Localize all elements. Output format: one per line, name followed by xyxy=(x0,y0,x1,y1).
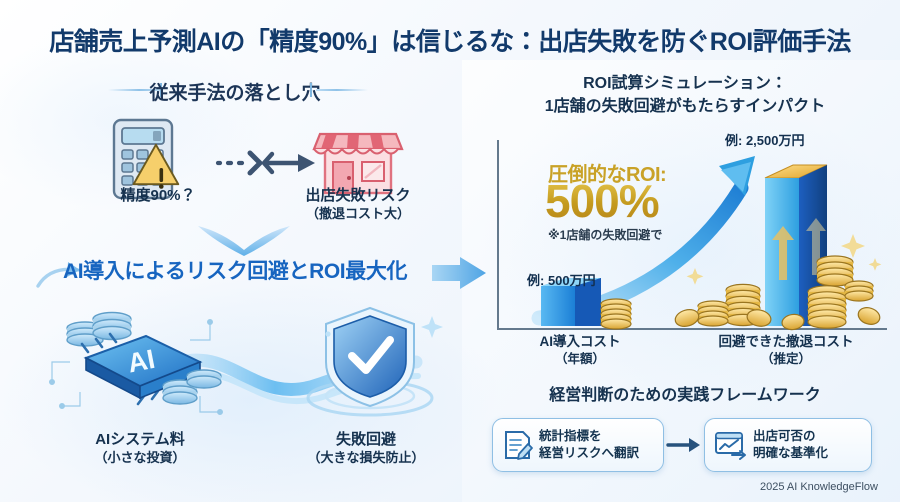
coin-stack-right xyxy=(162,369,222,405)
swoosh-arrow-left-icon xyxy=(36,262,80,288)
chart-category-2-label: 回避できた撤退コスト （推定） xyxy=(686,332,886,368)
benefit-item-line2: （大きな損失防止） xyxy=(307,450,425,465)
document-pencil-icon xyxy=(505,431,533,460)
cost-item-line2: （小さな投資） xyxy=(94,450,186,465)
coin-stacks-large xyxy=(674,255,881,331)
svg-text:AI: AI xyxy=(125,344,157,379)
framework-step-1[interactable]: 統計指標を 経営リスクへ翻訳 xyxy=(492,418,664,472)
small-bar-value-label: 例: 500万円 xyxy=(527,273,596,288)
chart-cat1-line1: AI導入コスト xyxy=(539,334,621,349)
page-title: 店舗売上予測AIの「精度90%」は信じるな：出店失敗を防ぐROI評価手法 xyxy=(49,28,851,56)
heading-tick-right xyxy=(310,83,312,97)
storefront-icon xyxy=(312,132,404,195)
roi-bar-chart xyxy=(497,140,887,331)
pitfall-to-line1: 出店失敗リスク xyxy=(305,187,411,204)
framework-arrow-right-icon xyxy=(666,438,700,452)
left-section-heading: 従来手法の落とし穴 xyxy=(149,83,321,104)
pitfall-to-label: 出店失敗リスク （撤退コスト大） xyxy=(278,186,438,222)
framework-step-2[interactable]: 出店可否の 明確な基準化 xyxy=(704,418,872,472)
tall-bar-value-label: 例: 2,500万円 xyxy=(725,133,805,148)
chart-cat2-line1: 回避できた撤退コスト xyxy=(718,334,854,349)
heading-tick-left xyxy=(160,83,162,97)
calculator-warning-icon xyxy=(112,118,180,200)
chart-cat2-line2: （推定） xyxy=(760,352,811,366)
roi-kicker-text: 圧倒的なROI: xyxy=(548,164,667,186)
cost-item-label: AIシステム料 （小さな投資） xyxy=(50,430,230,466)
chart-title-line1: ROI試算シミュレーション： xyxy=(583,75,787,92)
framework-step-1-text: 統計指標を 経営リスクへ翻訳 xyxy=(539,428,639,462)
chart-title: ROI試算シミュレーション： 1店舗の失敗回避がもたらすインパクト xyxy=(470,72,900,118)
sparkle-icons xyxy=(686,234,882,285)
ai-chip-icon: AI xyxy=(80,332,203,406)
benefit-item-line1: 失敗回避 xyxy=(335,431,396,448)
framework-step-2-line1: 出店可否の xyxy=(753,429,816,443)
benefit-item-label: 失敗回避 （大きな損失防止） xyxy=(276,430,456,466)
footer-credit: 2025 AI KnowledgeFlow xyxy=(759,481,878,493)
coin-stack-left xyxy=(66,311,132,347)
bar-ai-cost xyxy=(541,278,601,326)
chart-cat1-line2: （年額） xyxy=(554,352,605,366)
heading-rule-right xyxy=(316,89,368,91)
dotted-arrow-icon xyxy=(215,150,315,176)
heading-rule-left xyxy=(108,89,160,91)
chevron-down-icon xyxy=(198,226,290,256)
chart-y-axis xyxy=(497,140,499,328)
transition-arrow-right-icon xyxy=(432,257,486,289)
pitfall-to-line2: （撤退コスト大） xyxy=(305,206,410,221)
framework-step-2-text: 出店可否の 明確な基準化 xyxy=(753,428,828,462)
chart-x-axis xyxy=(497,328,887,330)
ai-flow-illustration: AI xyxy=(49,306,443,417)
framework-heading: 経営判断のための実践フレームワーク xyxy=(549,387,821,404)
chart-window-icon xyxy=(715,432,746,460)
pitfall-from-line1: 精度90%？ xyxy=(120,187,196,204)
coin-stack-small xyxy=(600,298,632,330)
framework-step-1-line1: 統計指標を xyxy=(539,429,602,443)
roi-value-text: 500% xyxy=(545,175,660,227)
framework-step-1-line2: 経営リスクへ翻訳 xyxy=(539,446,640,460)
framework-step-2-line2: 明確な基準化 xyxy=(753,446,829,460)
pitfall-from-label: 精度90%？ xyxy=(88,186,228,205)
chart-category-1-label: AI導入コスト （年額） xyxy=(500,332,660,368)
cost-item-line1: AIシステム料 xyxy=(95,431,185,448)
chart-title-line2: 1店舗の失敗回避がもたらすインパクト xyxy=(544,98,826,115)
chart-graphics xyxy=(531,156,882,331)
roi-note-text: ※1店舗の失敗回避で xyxy=(548,228,663,242)
left-claim-text: AI導入によるリスク回避とROI最大化 xyxy=(62,260,408,283)
shield-check-icon xyxy=(306,306,443,417)
inner-growth-arrows xyxy=(772,218,826,280)
